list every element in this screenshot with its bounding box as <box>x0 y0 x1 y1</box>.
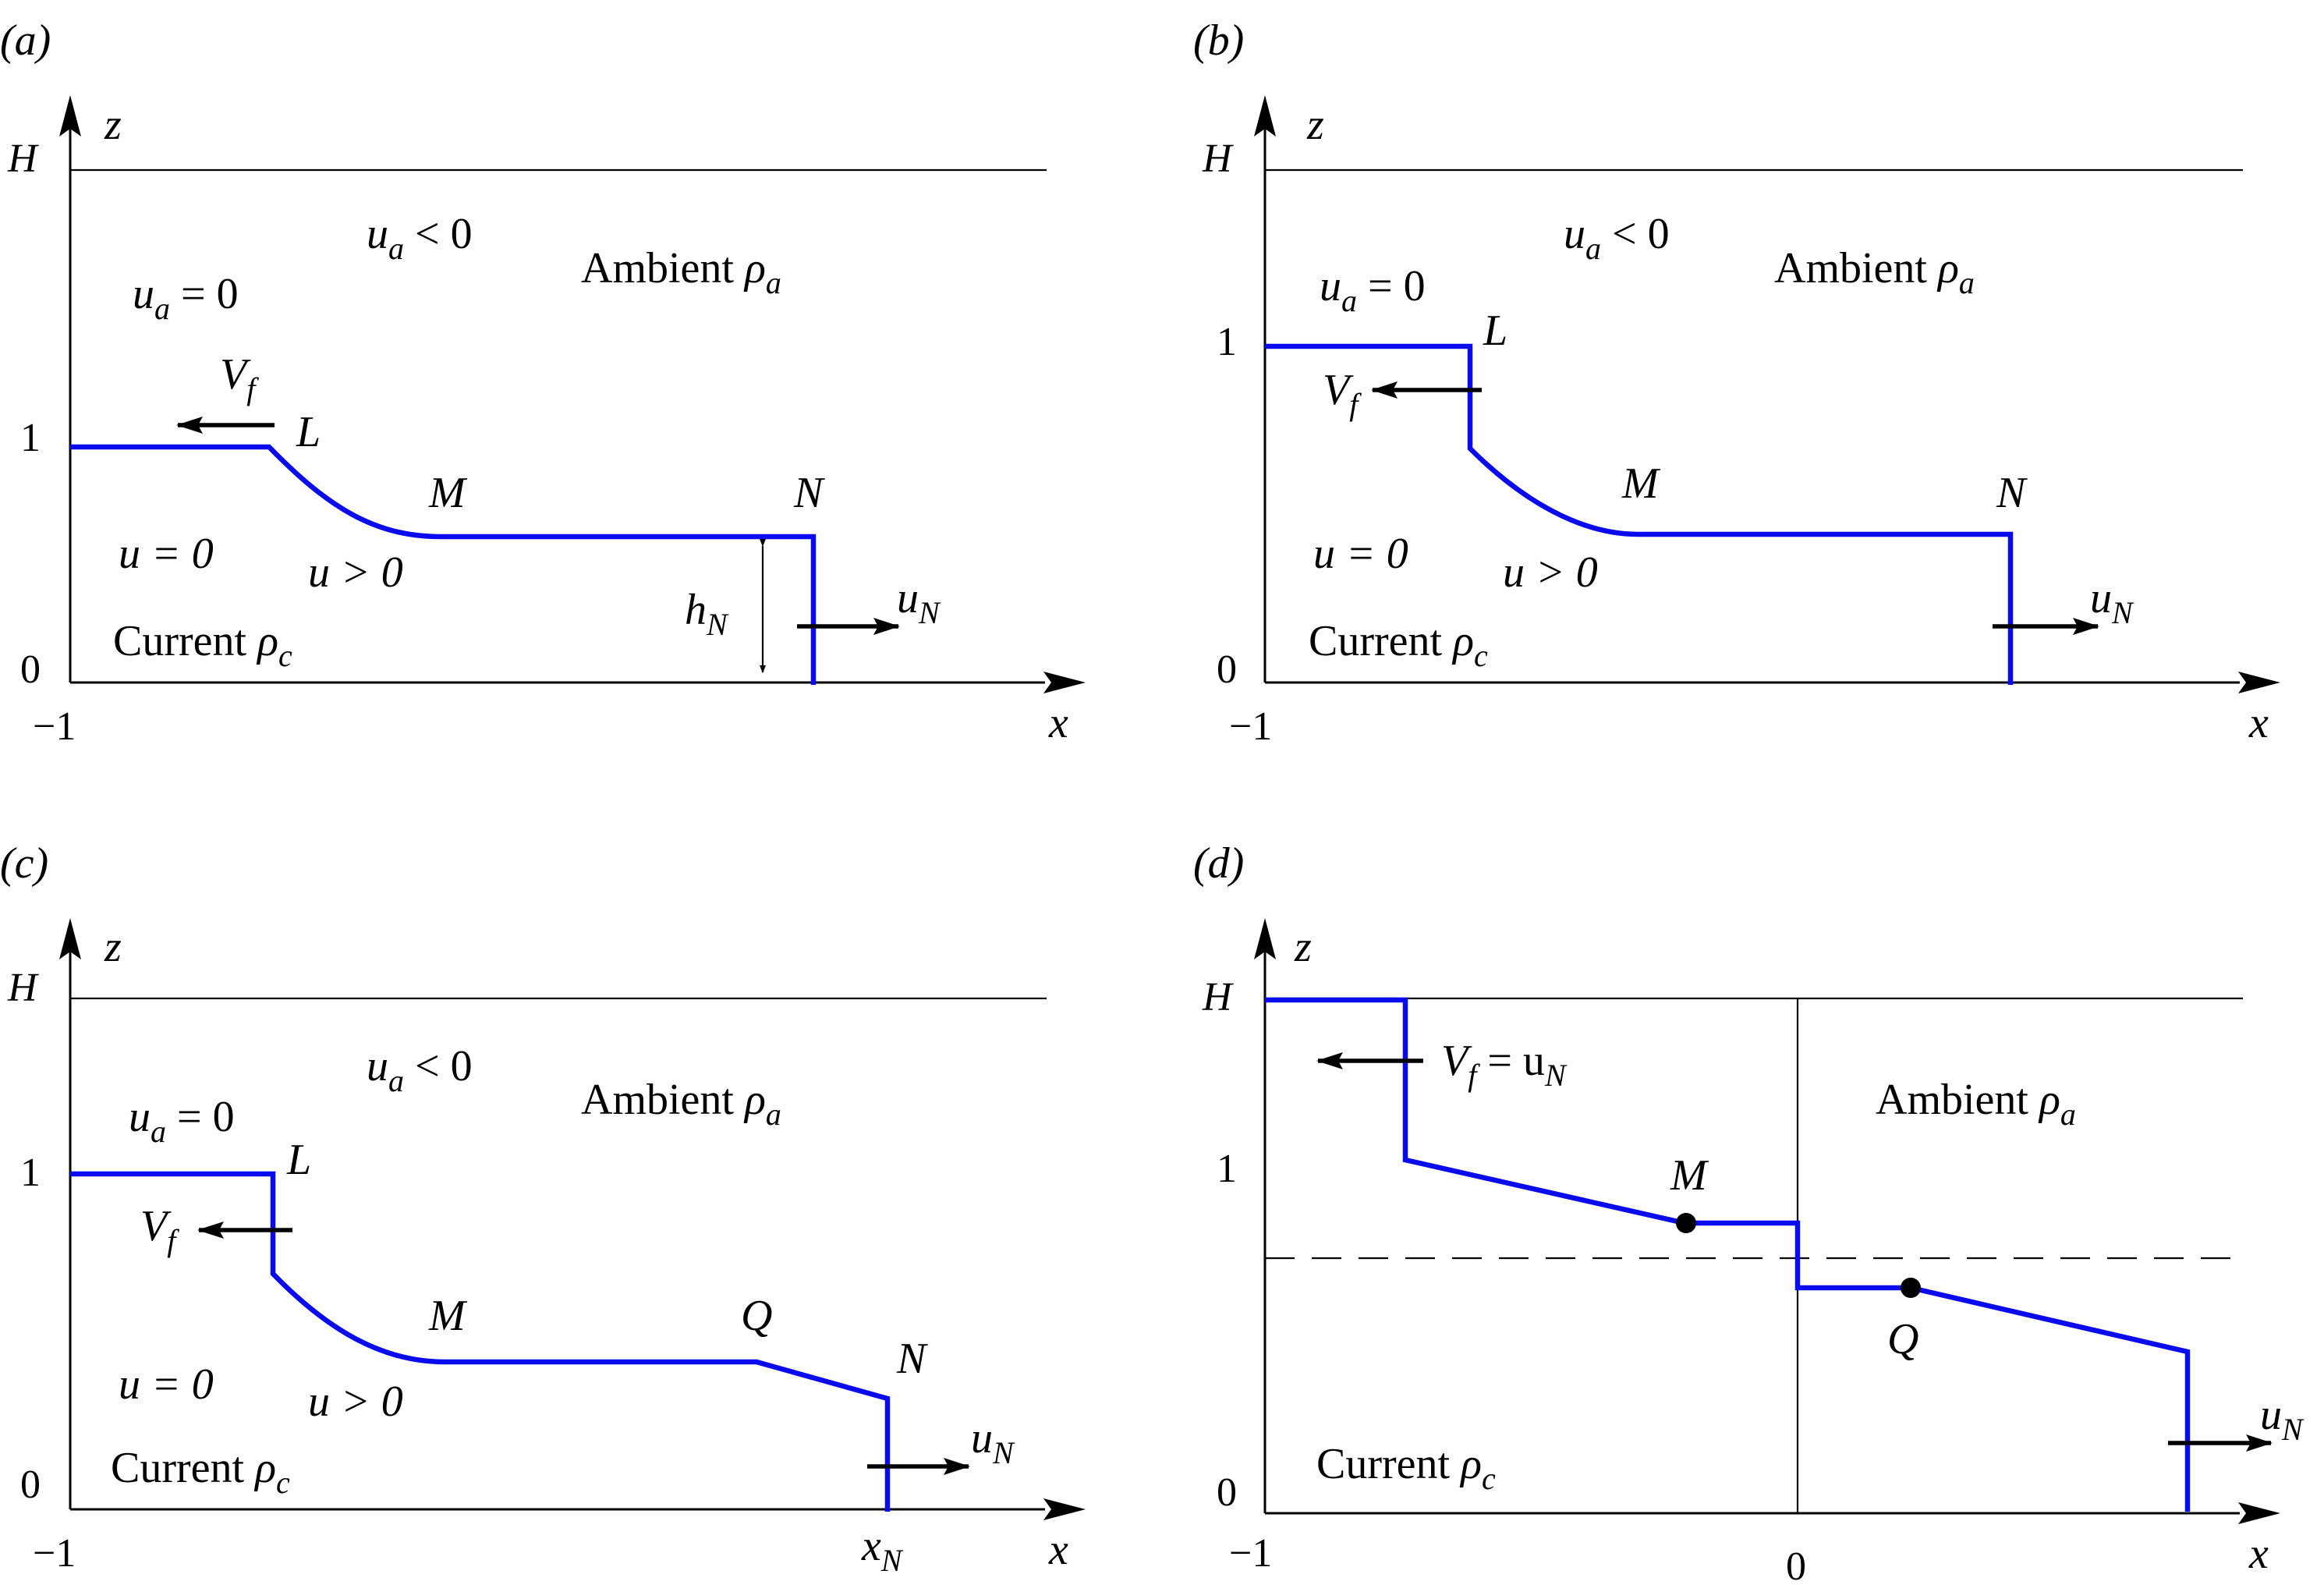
tick-H: H <box>1202 975 1234 1019</box>
ua-zero-label: ua = 0 <box>129 1093 235 1149</box>
panel-label-d: (d) <box>1193 839 1244 888</box>
point-M-marker <box>1676 1213 1696 1233</box>
un-label: uN <box>897 574 941 630</box>
vf-label: Vf <box>1323 366 1362 422</box>
current-label: Current ρc <box>113 617 292 673</box>
vf-label: Vf <box>220 350 259 406</box>
z-label: z <box>104 923 122 971</box>
z-axis-arrowhead <box>1254 95 1276 137</box>
x-label: x <box>2248 699 2269 747</box>
ua-negative-label: ua < 0 <box>1564 210 1670 266</box>
tick-0: 0 <box>1217 1470 1237 1515</box>
x-label: x <box>1048 699 1068 747</box>
z-axis-arrowhead <box>59 95 81 137</box>
un-label: uN <box>2260 1391 2305 1447</box>
current-label: Current ρc <box>1309 617 1488 673</box>
point-L: L <box>286 1136 311 1184</box>
xn-tick-label: xN <box>861 1522 904 1578</box>
z-label: z <box>1294 923 1312 971</box>
tick-H: H <box>1202 137 1234 181</box>
vf-equals-un-label: Vf = uN <box>1441 1037 1568 1093</box>
z-axis-arrowhead <box>59 918 81 959</box>
point-N: N <box>793 469 825 517</box>
ua-negative-label: ua < 0 <box>367 210 473 266</box>
panel-c: (c) z x H 1 0 −1 ua < 0 ua = 0 Ambient ρ… <box>0 839 1086 1578</box>
tick-minus1: −1 <box>33 1531 76 1576</box>
tick-minus1: −1 <box>1229 704 1272 749</box>
ua-zero-label: ua = 0 <box>133 270 239 326</box>
un-label: uN <box>2090 574 2134 630</box>
point-Q: Q <box>1887 1315 1918 1363</box>
panel-a: (a) z x H 1 0 −1 ua < 0 ua = 0 Ambient ρ… <box>0 16 1086 749</box>
interface-curve <box>1265 997 2191 1512</box>
panel-label-a: (a) <box>0 16 51 65</box>
tick-x-zero: 0 <box>1786 1544 1806 1589</box>
tick-0: 0 <box>20 647 41 692</box>
ambient-label: Ambient ρa <box>581 1076 781 1132</box>
current-label: Current ρc <box>111 1444 290 1500</box>
x-label: x <box>2248 1530 2269 1578</box>
tick-1: 1 <box>1217 320 1237 364</box>
current-label: Current ρc <box>1316 1440 1496 1496</box>
interface-curve <box>1265 343 2014 685</box>
interface-curve <box>70 1171 891 1512</box>
u-zero-label: u = 0 <box>1313 530 1408 578</box>
x-axis-arrowhead <box>2238 1502 2280 1524</box>
tick-0: 0 <box>20 1463 41 1507</box>
ua-negative-label: ua < 0 <box>367 1042 473 1098</box>
point-N: N <box>1996 469 2028 517</box>
panel-b: (b) z x H 1 0 −1 ua < 0 ua = 0 Ambient ρ… <box>1193 16 2280 749</box>
interface-curve <box>70 444 817 685</box>
un-label: uN <box>971 1414 1015 1470</box>
point-Q: Q <box>741 1292 772 1340</box>
ambient-label: Ambient ρa <box>581 244 781 300</box>
point-M: M <box>1621 459 1661 508</box>
point-M: M <box>1670 1151 1709 1200</box>
z-axis-arrowhead <box>1254 918 1276 959</box>
tick-minus1: −1 <box>33 704 76 749</box>
u-positive-label: u > 0 <box>308 1377 403 1426</box>
z-label: z <box>104 101 122 149</box>
tick-1: 1 <box>20 1151 41 1195</box>
x-axis-arrowhead <box>1043 1498 1086 1520</box>
tick-1: 1 <box>1217 1147 1237 1191</box>
tick-H: H <box>7 137 39 181</box>
u-positive-label: u > 0 <box>1503 548 1598 597</box>
u-zero-label: u = 0 <box>119 1360 214 1409</box>
x-axis-arrowhead <box>1043 672 1086 693</box>
z-label: z <box>1306 101 1324 149</box>
tick-minus1: −1 <box>1229 1531 1272 1576</box>
ua-zero-label: ua = 0 <box>1320 262 1426 318</box>
point-Q-marker <box>1901 1278 1921 1298</box>
point-L: L <box>1483 307 1507 355</box>
x-axis-arrowhead <box>2238 672 2280 693</box>
vf-label: Vf <box>140 1202 179 1258</box>
panel-label-b: (b) <box>1193 16 1244 65</box>
panel-d: (d) z x H 1 0 −1 0 Vf = uN Ambient ρa M … <box>1193 839 2305 1589</box>
point-M: M <box>428 469 468 517</box>
ambient-label: Ambient ρa <box>1876 1076 2076 1132</box>
panel-label-c: (c) <box>0 839 48 888</box>
u-zero-label: u = 0 <box>119 530 214 578</box>
point-M: M <box>428 1292 468 1340</box>
ambient-label: Ambient ρa <box>1774 244 1975 300</box>
hn-label: hN <box>685 586 729 642</box>
point-L: L <box>296 408 321 456</box>
point-N: N <box>896 1335 928 1383</box>
tick-1: 1 <box>20 416 41 460</box>
tick-H: H <box>7 966 39 1010</box>
x-label: x <box>1048 1526 1068 1574</box>
u-positive-label: u > 0 <box>308 548 403 597</box>
tick-0: 0 <box>1217 647 1237 692</box>
